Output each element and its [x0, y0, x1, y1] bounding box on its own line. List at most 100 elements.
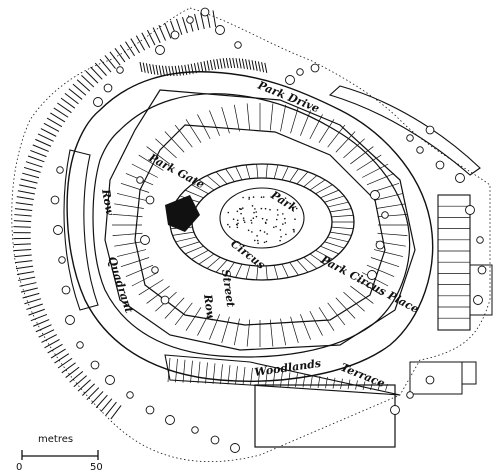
woodlands-plots: [167, 357, 388, 391]
hatch-stroke: [43, 122, 60, 132]
hatch-stroke: [15, 202, 34, 206]
bottom-large-building: [254, 384, 396, 448]
hatch-stroke: [22, 172, 40, 179]
tree-symbol: [155, 45, 165, 55]
plot-line: [114, 203, 144, 209]
hatch-stroke: [181, 16, 188, 34]
hatch-stroke: [222, 58, 226, 69]
hatch-stroke: [232, 57, 236, 69]
circus-plot-line: [303, 257, 318, 269]
circus-plot-line: [191, 184, 209, 195]
tree-symbol: [230, 443, 240, 453]
woodlands-plot-line: [302, 374, 306, 388]
hatch-stroke: [16, 196, 34, 200]
plot-line: [373, 193, 404, 201]
tree-symbol: [465, 205, 475, 215]
tree-symbol: [476, 236, 484, 244]
hatch-stroke: [158, 65, 162, 76]
hatch-stroke: [86, 387, 100, 401]
stipple-dot: [280, 235, 282, 238]
hatch-stroke: [28, 308, 45, 316]
label-terrace: Terrace: [339, 361, 387, 390]
plot-line: [269, 103, 274, 131]
stipple-dot: [240, 212, 242, 215]
woodlands-plot-line: [310, 375, 313, 388]
plot-line: [197, 114, 211, 140]
stipple-dot: [254, 208, 256, 210]
stipple-dot: [241, 207, 244, 209]
circus-plot-line: [184, 245, 204, 255]
label-street-mid: Street: [219, 269, 237, 308]
hatch-stroke: [152, 27, 161, 43]
central-garden: [219, 187, 305, 249]
stipple-dot: [265, 240, 268, 243]
trees: [50, 7, 487, 453]
scale-unit-label: metres: [38, 434, 73, 445]
terrace-ring-outer: [104, 89, 416, 351]
hatch-stroke: [60, 97, 76, 109]
hatch-stroke: [15, 265, 34, 270]
circus-plot-line: [315, 249, 333, 260]
stipple-dot: [227, 211, 230, 214]
hatch-stroke: [235, 58, 239, 69]
plot-line: [112, 232, 143, 236]
circus-plot-line: [191, 249, 209, 260]
tree-symbol: [186, 16, 194, 24]
garden-stipple: [227, 196, 298, 245]
terrace-ring-inner: [134, 124, 386, 326]
stipple-dot: [275, 218, 278, 221]
circus-plot-line: [324, 195, 345, 203]
hatch-stroke: [44, 339, 60, 349]
hatch-stroke: [30, 149, 47, 158]
hatch-stroke: [41, 334, 57, 343]
stipple-dot: [292, 206, 295, 209]
hatch-stroke: [209, 59, 213, 71]
circus-plot-line: [303, 175, 318, 187]
woodlands-plot-line: [197, 361, 201, 384]
plot-line: [290, 316, 299, 343]
stipple-dot: [295, 207, 298, 210]
hatch-stroke: [76, 79, 91, 92]
tree-symbol: [160, 295, 170, 305]
hatch-stroke: [94, 62, 107, 76]
hatch-stroke: [40, 128, 57, 137]
hatch-stroke: [90, 66, 103, 80]
woodlands-plot-line: [347, 379, 351, 390]
plot-line: [350, 285, 374, 304]
stipple-dot: [253, 239, 256, 242]
hatch-stroke: [91, 391, 104, 405]
stipple-dot: [257, 242, 259, 245]
circus-plot-line: [265, 164, 268, 179]
tree-symbol: [210, 435, 220, 445]
hatch-stroke: [261, 62, 265, 73]
plot-line: [335, 297, 356, 319]
bottom-right-small: [461, 361, 477, 385]
circus-plot-divisions: [170, 164, 354, 280]
plot-divisions: [112, 103, 408, 347]
hatch-stroke: [14, 208, 33, 212]
plot-line: [327, 124, 346, 148]
hatch-stroke: [23, 166, 41, 173]
circus-plot-line: [175, 236, 197, 243]
hatch-stroke: [18, 276, 36, 281]
stipple-dot: [264, 221, 267, 224]
hatch-stroke: [57, 357, 73, 369]
woodlands-plot-line: [167, 357, 171, 383]
tree-symbol: [53, 225, 63, 235]
plot-line: [246, 103, 251, 131]
hatch-stroke: [161, 65, 165, 76]
hatch-stroke: [109, 51, 121, 66]
stipple-dot: [255, 211, 258, 213]
plot-line: [373, 249, 404, 257]
outer-boundary: [11, 7, 491, 463]
hatch-stroke: [155, 64, 159, 76]
hatch-stroke: [139, 61, 143, 73]
plot-line: [131, 163, 158, 178]
stipple-dot: [282, 213, 284, 215]
tree-symbol: [170, 30, 180, 40]
circus-plot-line: [315, 184, 333, 195]
stipple-dot: [255, 215, 258, 218]
woodlands-plot-line: [257, 368, 261, 386]
plot-line: [185, 119, 202, 143]
